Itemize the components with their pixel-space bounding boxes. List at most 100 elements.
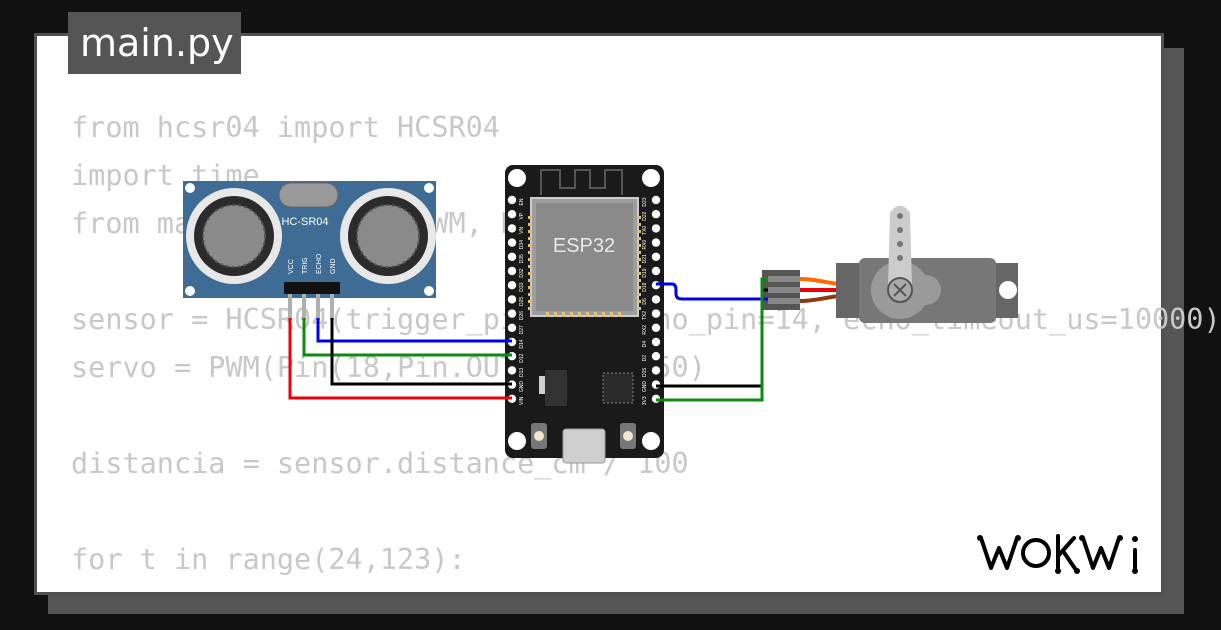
horn-hole (897, 241, 903, 247)
module-pad (528, 244, 532, 247)
module-pad (586, 312, 589, 317)
pin-d26[interactable] (507, 309, 517, 318)
transducer-left (186, 188, 282, 284)
pin-vn[interactable] (507, 224, 517, 233)
module-pad (602, 312, 605, 317)
module-pad (528, 293, 532, 296)
pin[interactable] (330, 294, 334, 320)
horn-hole (897, 227, 903, 233)
pin-d23[interactable] (651, 195, 661, 205)
pin[interactable] (302, 294, 306, 320)
module-pad (637, 216, 641, 219)
usb-uart-chip (602, 372, 634, 404)
mount-hole (508, 432, 526, 450)
pin-label: EN (519, 198, 525, 205)
module-pad (637, 307, 641, 310)
module-pad (528, 230, 532, 233)
pin-d25[interactable] (507, 295, 517, 304)
pin-rx2[interactable] (651, 323, 661, 332)
pin-label-echo: ECHO (316, 253, 323, 274)
module-pad (528, 258, 532, 261)
pin-rx0[interactable] (651, 238, 661, 247)
pin-label: D27 (519, 325, 525, 334)
mount-hole (642, 432, 660, 450)
pin-label: GND (519, 381, 525, 393)
pin-label: D14 (519, 339, 525, 348)
pin-d34[interactable] (507, 238, 517, 247)
module-pad (528, 265, 532, 268)
en-button-cap[interactable] (623, 431, 633, 441)
pin-d5[interactable] (651, 295, 661, 304)
pin-d32[interactable] (507, 266, 517, 276)
module-pad (637, 286, 641, 289)
pin-label: D19 (642, 268, 648, 277)
pin-d15[interactable] (651, 366, 661, 375)
crystal (278, 182, 339, 208)
module-pad (578, 312, 581, 317)
horn-hole (897, 213, 903, 219)
wire-trig-green[interactable] (302, 318, 512, 357)
left-pin-column: ENVPVND34D35D32D33D25D26D27D14D12D13GNDV… (507, 195, 525, 405)
pin-label: D34 (519, 240, 525, 249)
file-tab[interactable]: main.py (68, 12, 241, 74)
module-pad (637, 293, 641, 296)
module-pad (637, 265, 641, 268)
servo-motor[interactable] (762, 205, 1018, 324)
esp32-board[interactable]: ESP32 ENVPVND34D35D32D33D25D26D27D14D12D… (505, 165, 664, 464)
boot-button-cap[interactable] (534, 431, 544, 441)
servo-mount-hole (999, 281, 1017, 299)
module-pad (528, 307, 532, 310)
pin[interactable] (288, 294, 292, 320)
horn-hole (897, 255, 903, 261)
pin-d27[interactable] (507, 323, 517, 332)
pin-d33[interactable] (507, 281, 517, 290)
module-shield (536, 203, 633, 311)
module-pad (594, 312, 597, 317)
pin-d19[interactable] (651, 266, 661, 276)
pin-label: D22 (642, 211, 648, 220)
module-pad (528, 237, 532, 240)
module-pad (528, 279, 532, 282)
pin-label-trig: TRIG (302, 257, 309, 274)
voltage-regulator (545, 370, 567, 406)
module-pad (570, 312, 573, 317)
usb-connector (562, 428, 606, 464)
module-pad (528, 223, 532, 226)
mount-hole (185, 286, 195, 296)
pin-label: TX0 (642, 226, 648, 235)
sensor-model-label: HC-SR04 (281, 216, 328, 228)
hc-sr04-sensor[interactable]: HC-SR04 VCC TRIG ECHO GND (183, 181, 436, 320)
pin-label: RX0 (642, 240, 648, 250)
wire-servo-signal-blue[interactable] (656, 282, 768, 301)
mount-hole (642, 169, 660, 187)
mount-hole (508, 169, 526, 187)
module-pad (637, 300, 641, 303)
pin-d21[interactable] (651, 252, 661, 261)
connector-pin (768, 287, 800, 293)
module-pad (528, 272, 532, 275)
wire-gnd-black[interactable] (330, 318, 512, 386)
module-pads (528, 216, 641, 317)
pin-label-gnd: GND (330, 258, 337, 274)
module-pad (610, 312, 613, 317)
wire-servo-power-green[interactable] (656, 277, 768, 402)
module-pad (637, 279, 641, 282)
pin-header (284, 282, 340, 294)
wire-servo-gnd-black[interactable] (656, 288, 768, 388)
pin[interactable] (316, 294, 320, 320)
pin-tx0[interactable] (651, 224, 661, 233)
pin-d22[interactable] (651, 210, 661, 219)
pin-d2[interactable] (651, 352, 661, 361)
module-pad (562, 312, 565, 317)
pin-label: D26 (519, 311, 525, 320)
pin-d13[interactable] (507, 366, 517, 375)
pin-label: RX2 (642, 325, 648, 335)
pin-vp[interactable] (507, 210, 517, 219)
wire-echo-blue[interactable] (316, 318, 512, 343)
wokwi-logo (977, 534, 1138, 574)
pin-en[interactable] (507, 195, 517, 205)
pin-d35[interactable] (507, 252, 517, 261)
pin-tx2[interactable] (651, 309, 661, 318)
wire-vcc-red[interactable] (288, 318, 512, 400)
pin-d4[interactable] (651, 337, 661, 347)
